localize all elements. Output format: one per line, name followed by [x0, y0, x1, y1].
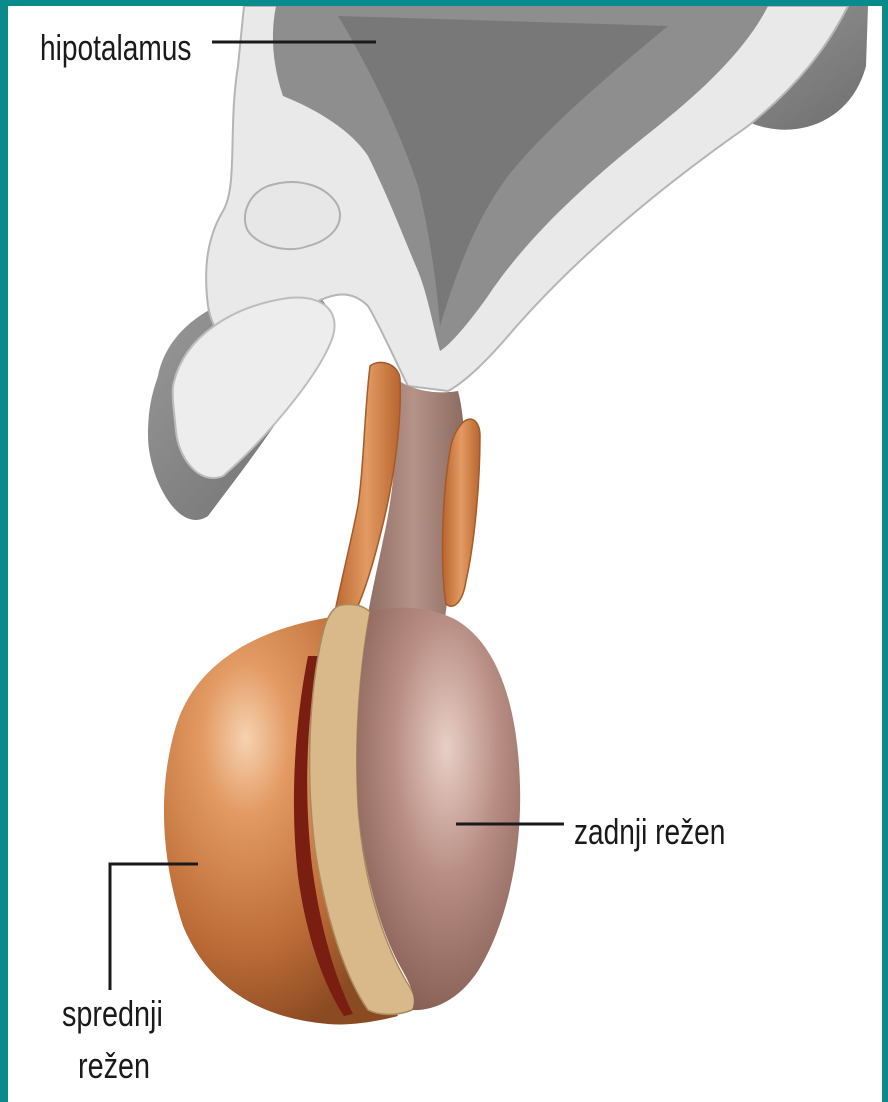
- pituitary-illustration: [8, 6, 882, 1102]
- label-anterior-lobe-line2: režen: [78, 1048, 150, 1084]
- label-anterior-lobe-line1: sprednji: [62, 996, 163, 1032]
- label-posterior-lobe: zadnji režen: [574, 814, 725, 850]
- label-hypothalamus: hipotalamus: [40, 30, 191, 66]
- brain-fold: [245, 182, 340, 249]
